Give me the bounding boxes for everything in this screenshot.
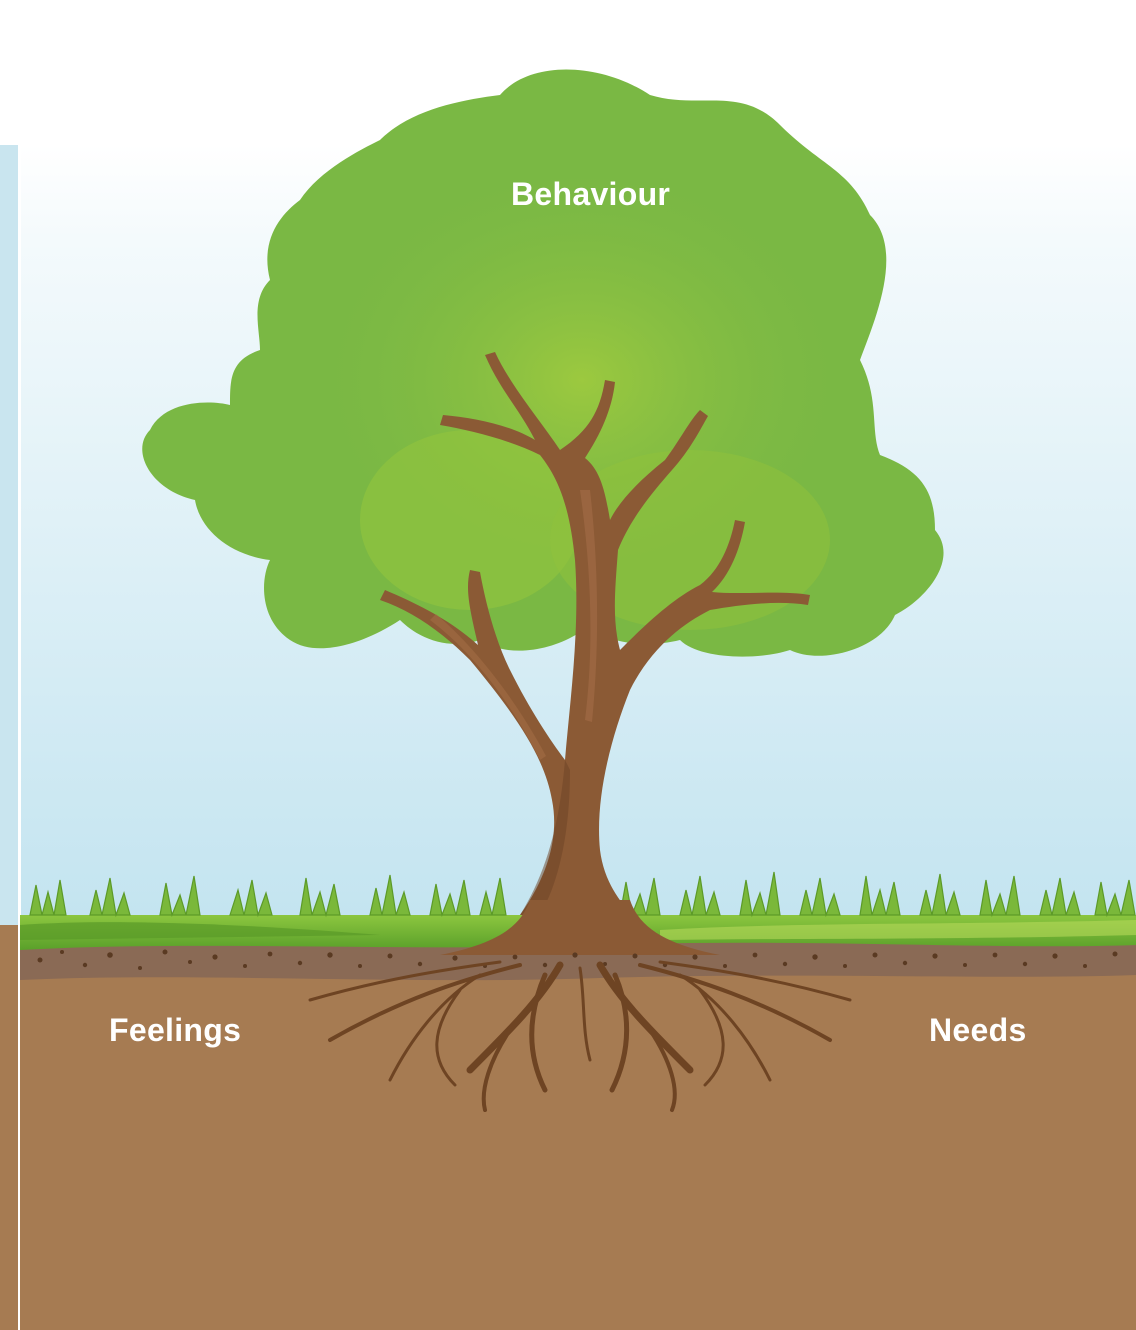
soil <box>20 955 1136 1330</box>
needs-label: Needs <box>929 1012 1027 1048</box>
feelings-label: Feelings <box>109 1012 242 1048</box>
trunk-base <box>440 900 720 955</box>
behaviour-label: Behaviour <box>511 176 671 212</box>
soil-top-band <box>20 937 1136 981</box>
tree-canopy <box>142 69 944 657</box>
tree-trunk-branches <box>380 352 810 930</box>
tree-roots <box>308 960 852 1112</box>
soil-speckles <box>37 949 1118 970</box>
